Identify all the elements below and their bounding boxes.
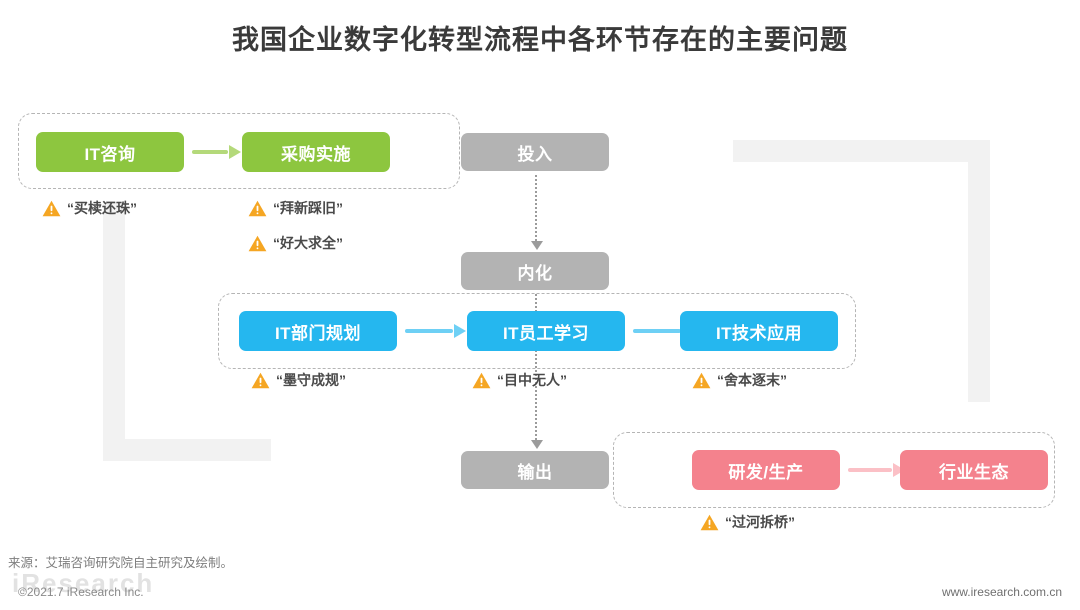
source-note: 来源：艾瑞咨询研究院自主研究及绘制。 xyxy=(8,556,234,570)
issue-seek-big-and-complete: “好大求全” xyxy=(248,233,343,253)
issue-label: “买椟还珠” xyxy=(67,200,137,216)
arrow-input-1 xyxy=(192,145,241,159)
node-it-staff-learning[interactable]: IT员工学习 xyxy=(467,311,625,351)
warning-icon xyxy=(248,200,267,217)
stage-output: 输出 xyxy=(461,451,609,489)
footer-bar xyxy=(0,578,1080,610)
stage-input: 投入 xyxy=(461,133,609,171)
issue-label: “舍本逐末” xyxy=(717,372,787,388)
warning-icon xyxy=(472,372,491,389)
page-title: 我国企业数字化转型流程中各环节存在的主要问题 xyxy=(232,25,848,55)
issue-label: “目中无人” xyxy=(497,372,567,388)
issue-label: “拜新踩旧” xyxy=(273,200,343,216)
arrow-head-right-icon xyxy=(454,324,466,338)
issue-label: “好大求全” xyxy=(273,235,343,251)
deco-bracket-left-horizontal xyxy=(103,439,271,461)
issue-burn-bridges: “过河拆桥” xyxy=(700,512,795,532)
group-frame-output xyxy=(613,432,1055,508)
issue-nobody-in-sight: “目中无人” xyxy=(472,370,567,390)
node-it-consulting[interactable]: IT咨询 xyxy=(36,132,184,172)
arrow-head-down-icon xyxy=(531,440,543,449)
issue-label: “墨守成规” xyxy=(276,372,346,388)
node-procurement-implementation[interactable]: 采购实施 xyxy=(242,132,390,172)
issue-worship-new-trample-old: “拜新踩旧” xyxy=(248,198,343,218)
group-frame-internal xyxy=(218,293,856,369)
issue-buy-box-return-pearl: “买椟还珠” xyxy=(42,198,137,218)
node-it-department-planning[interactable]: IT部门规划 xyxy=(239,311,397,351)
warning-icon xyxy=(692,372,711,389)
group-frame-input xyxy=(18,113,460,189)
arrow-head-right-icon xyxy=(229,145,241,159)
warning-icon xyxy=(251,372,270,389)
arrow-internal-1 xyxy=(405,324,466,338)
issue-neglect-the-essentials: “舍本逐末” xyxy=(692,370,787,390)
node-industry-ecosystem[interactable]: 行业生态 xyxy=(900,450,1048,490)
arrow-head-down-icon xyxy=(531,241,543,250)
copyright-text: ©2021.7 iResearch Inc. xyxy=(18,585,144,599)
deco-bracket-right-horizontal xyxy=(733,140,990,162)
stage-connector-input-internal xyxy=(531,175,543,250)
arrow-output-1 xyxy=(848,463,905,477)
warning-icon xyxy=(42,200,61,217)
stage-connector-internal-output xyxy=(531,294,543,449)
warning-icon xyxy=(248,235,267,252)
footer-url: www.iresearch.com.cn xyxy=(941,585,1062,599)
stage-internal: 内化 xyxy=(461,252,609,290)
deco-bracket-left-vertical xyxy=(103,203,125,461)
node-it-technology-application[interactable]: IT技术应用 xyxy=(680,311,838,351)
deco-bracket-right-vertical xyxy=(968,140,990,402)
node-rd-production[interactable]: 研发/生产 xyxy=(692,450,840,490)
warning-icon xyxy=(700,514,719,531)
issue-stick-to-convention: “墨守成规” xyxy=(251,370,346,390)
issue-label: “过河拆桥” xyxy=(725,514,795,530)
